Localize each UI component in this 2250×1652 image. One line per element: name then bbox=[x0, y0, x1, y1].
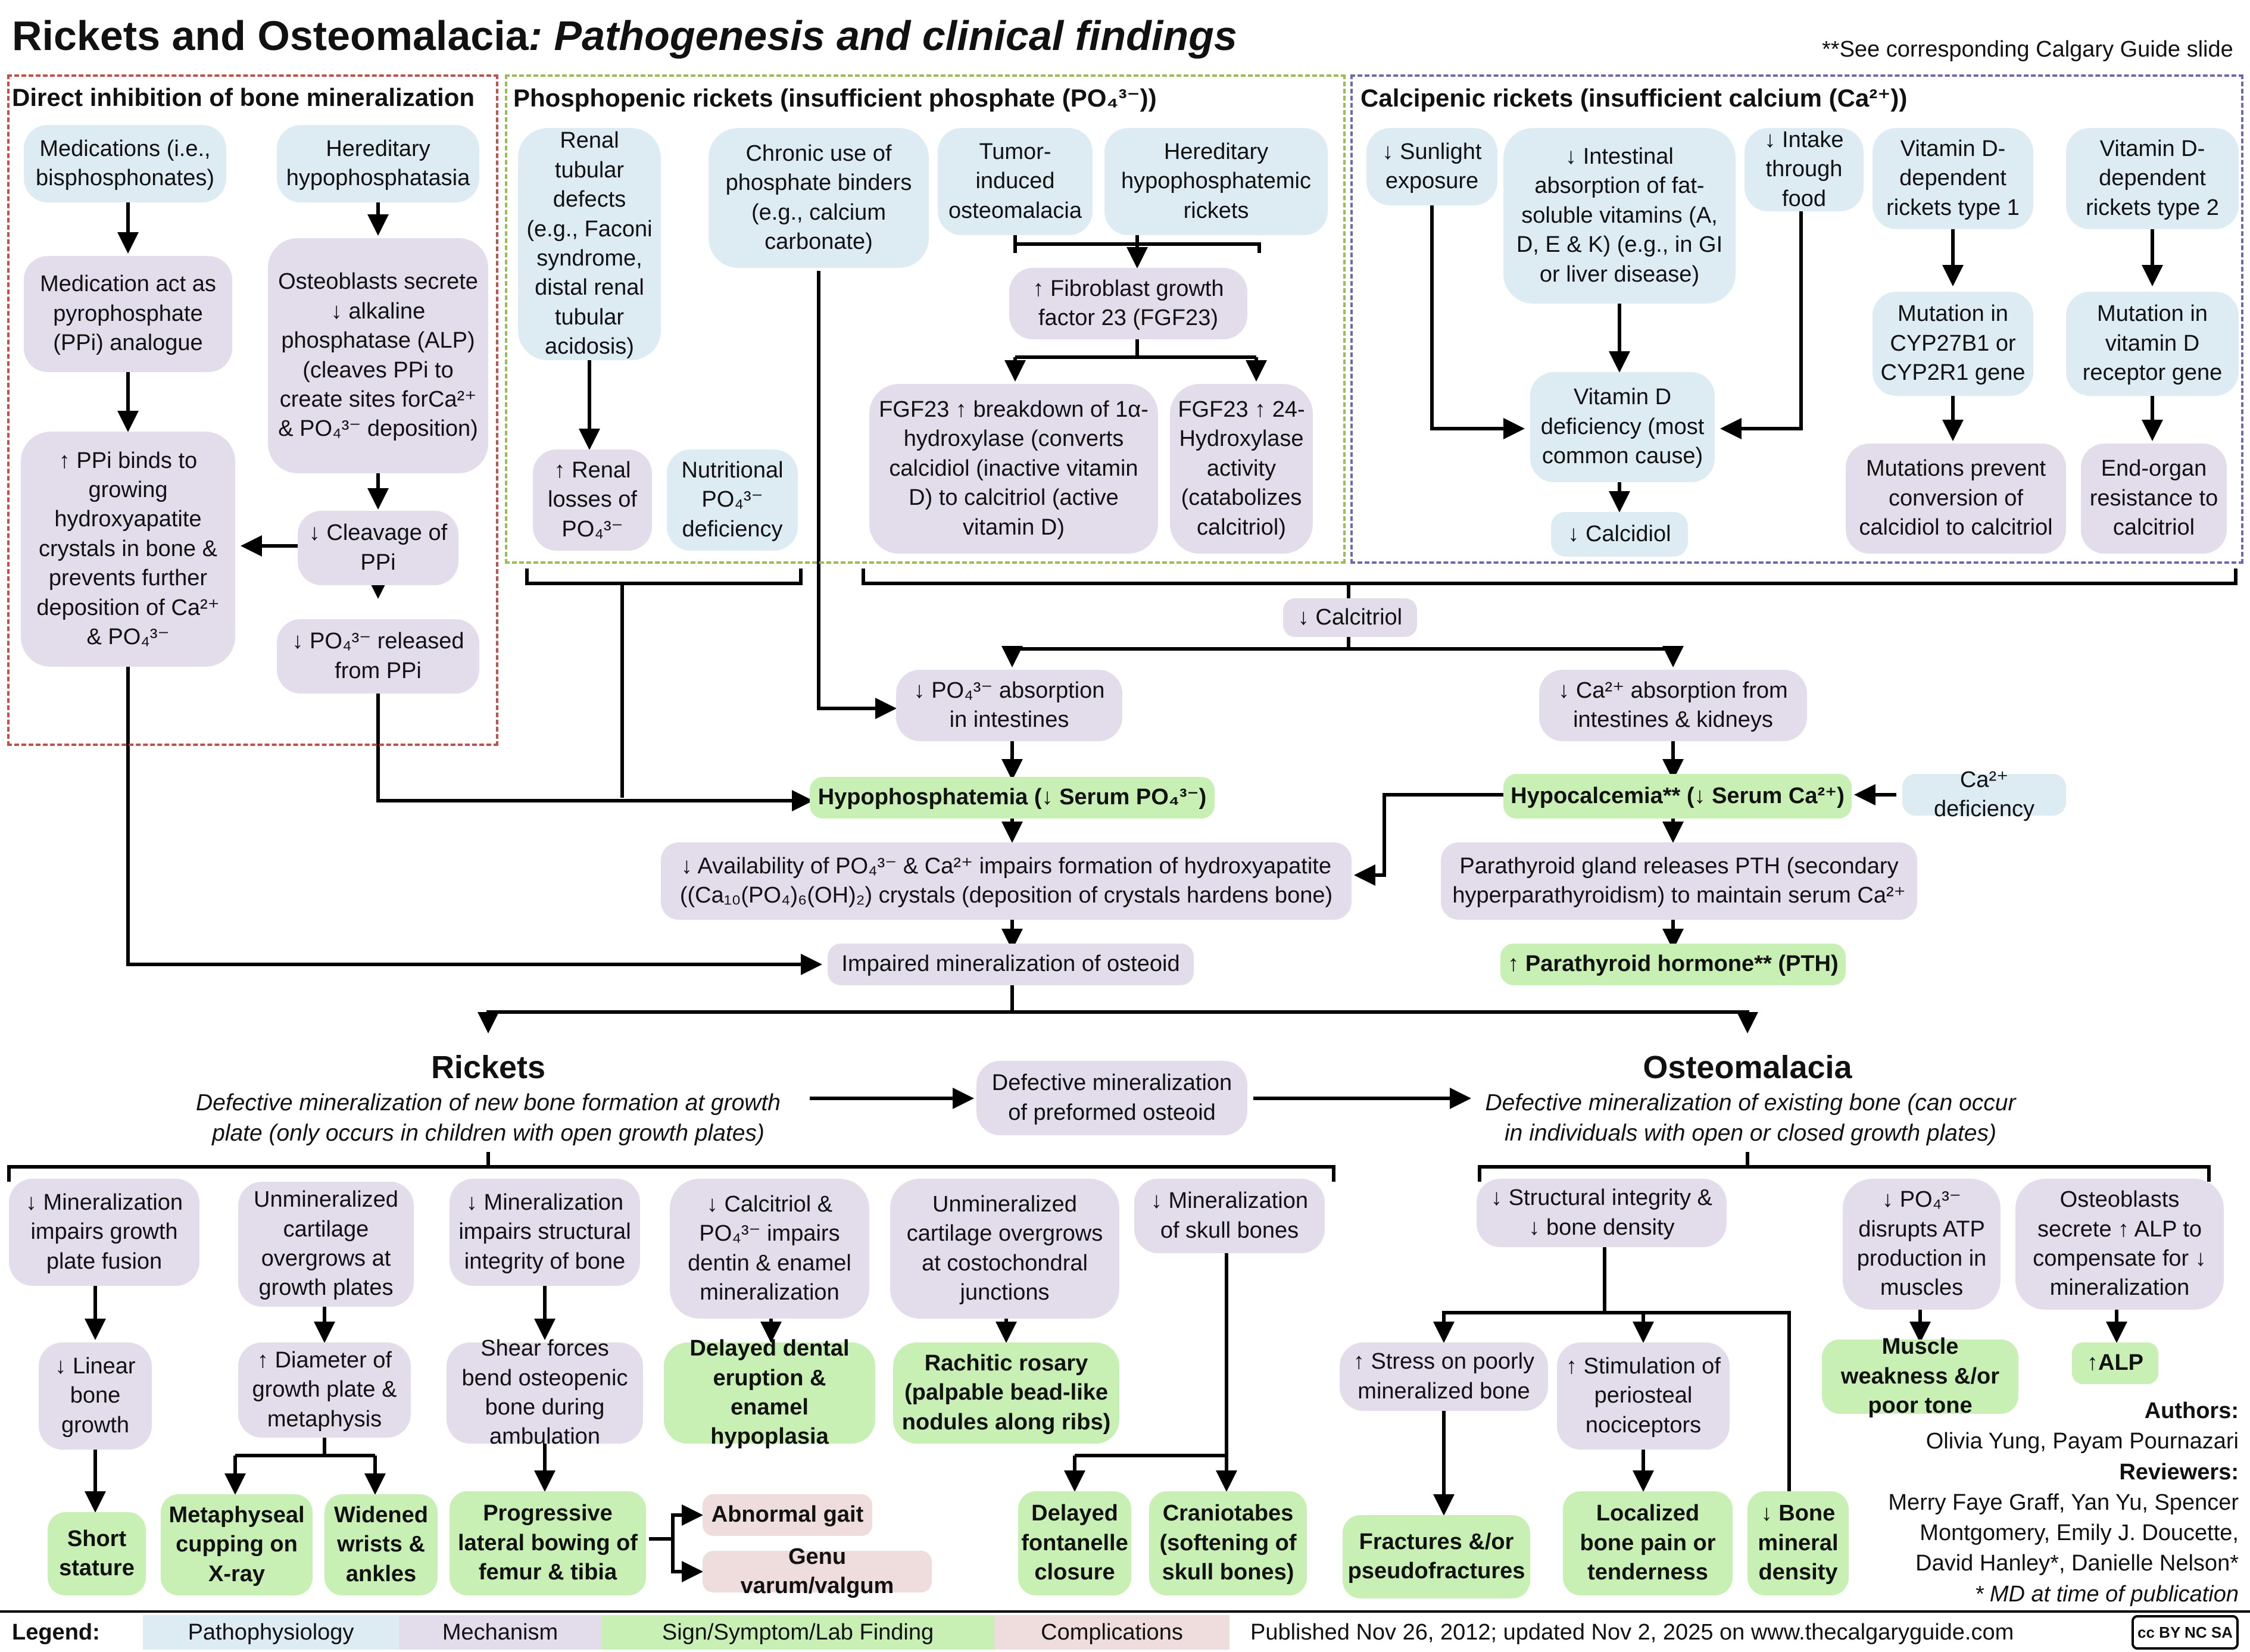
reviewers-label: Reviewers: bbox=[2119, 1459, 2239, 1485]
renal-tubular-defects-box: Renal tubular defects (e.g., Faconi synd… bbox=[518, 128, 661, 360]
stress-bone-box: ↑ Stress on poorly mineralized bone bbox=[1340, 1342, 1548, 1411]
genu-varum-box: Genu varum/valgum bbox=[703, 1544, 932, 1598]
end-organ-box: End-organ resistance to calcitriol bbox=[2081, 444, 2227, 554]
po4-released-box: ↓ PO₄³⁻ released from PPi bbox=[277, 619, 479, 694]
phosphate-binders-box: Chronic use of phosphate binders (e.g., … bbox=[709, 128, 929, 268]
legend-complications: Complications bbox=[994, 1615, 1229, 1650]
shear-forces-box: Shear forces bend osteopenic bone during… bbox=[447, 1336, 643, 1449]
structural-density-box: ↓ Structural integrity & ↓ bone density bbox=[1477, 1179, 1727, 1247]
tumor-induced-box: Tumor-induced osteomalacia bbox=[938, 128, 1093, 235]
pth-gland-box: Parathyroid gland releases PTH (secondar… bbox=[1441, 842, 1917, 920]
lateral-bowing-box: Progressive lateral bowing of femur & ti… bbox=[450, 1491, 646, 1595]
calcitriol-box: ↓ Calcitriol bbox=[1283, 598, 1417, 637]
authors-label: Authors: bbox=[2144, 1398, 2239, 1423]
muscle-weakness-box: Muscle weakness &/or poor tone bbox=[1822, 1334, 2018, 1418]
fgf23-box: ↑ Fibroblast growth factor 23 (FGF23) bbox=[1009, 268, 1247, 339]
medications-box: Medications (i.e., bisphosphonates) bbox=[24, 125, 226, 202]
bone-mineral-density-box: ↓ Bone mineral density bbox=[1747, 1491, 1849, 1595]
dentin-enamel-box: ↓ Calcitriol & PO₄³⁻ impairs dentin & en… bbox=[670, 1179, 869, 1319]
osteomalacia-description: Defective mineralization of existing bon… bbox=[1485, 1090, 2016, 1146]
linear-growth-box: ↓ Linear bone growth bbox=[39, 1342, 152, 1450]
legend-sign-symptom: Sign/Symptom/Lab Finding bbox=[601, 1615, 994, 1650]
pyrophosphate-analogue-box: Medication act as pyrophosphate (PPi) an… bbox=[24, 256, 232, 372]
periosteal-nociceptors-box: ↑ Stimulation of periosteal nociceptors bbox=[1557, 1342, 1730, 1450]
legend-pathophysiology: Pathophysiology bbox=[143, 1615, 399, 1650]
sunlight-box: ↓ Sunlight exposure bbox=[1366, 128, 1497, 205]
legend-label: Legend: bbox=[12, 1619, 100, 1645]
slide-note: **See corresponding Calgary Guide slide bbox=[1822, 37, 2233, 62]
cc-license-icon: cc BY NC SA bbox=[2132, 1615, 2239, 1650]
title-sub: : Pathogenesis and clinical findings bbox=[528, 13, 1237, 59]
calcidiol-box: ↓ Calcidiol bbox=[1551, 512, 1688, 557]
cleavage-ppi-box: ↓ Cleavage of PPi bbox=[298, 511, 458, 585]
hereditary-hypophosphatemic-box: Hereditary hypophosphatemic rickets bbox=[1104, 128, 1328, 235]
abnormal-gait-box: Abnormal gait bbox=[703, 1494, 872, 1536]
mutation-cyp-box: Mutation in CYP27B1 or CYP2R1 gene bbox=[1873, 292, 2033, 396]
dental-eruption-box: Delayed dental eruption & enamel hypopla… bbox=[664, 1336, 875, 1449]
nutritional-deficiency-box: Nutritional PO₄³⁻ deficiency bbox=[667, 449, 798, 551]
alp-box: ↑ALP bbox=[2072, 1342, 2158, 1384]
osteomalacia-heading: Osteomalacia bbox=[1643, 1050, 1852, 1085]
rachitic-rosary-box: Rachitic rosary (palpable bead-like nodu… bbox=[893, 1342, 1119, 1444]
metaphyseal-cupping-box: Metaphyseal cupping on X-ray bbox=[161, 1494, 313, 1595]
vitamin-d-deficiency-box: Vitamin D deficiency (most common cause) bbox=[1530, 372, 1715, 482]
availability-box: ↓ Availability of PO₄³⁻ & Ca²⁺ impairs f… bbox=[661, 842, 1352, 920]
hypophosphatemia-box: Hypophosphatemia (↓ Serum PO₄³⁻) bbox=[810, 777, 1215, 819]
hereditary-hypophosphatasia-box: Hereditary hypophosphatasia bbox=[277, 125, 479, 202]
credits-block: Authors: Olivia Yung, Payam Pournazari R… bbox=[1864, 1396, 2239, 1610]
intestinal-absorption-box: ↓ Intestinal absorption of fat-soluble v… bbox=[1503, 128, 1736, 304]
fgf23-1a-hydroxylase-box: FGF23 ↑ breakdown of 1α-hydroxylase (con… bbox=[869, 384, 1158, 554]
reviewers-names: Merry Faye Graff, Yan Yu, Spencer Montgo… bbox=[1888, 1489, 2239, 1576]
fgf23-24-hydroxylase-box: FGF23 ↑ 24-Hydroxylase activity (catabol… bbox=[1170, 384, 1313, 554]
craniotabes-box: Craniotabes (softening of skull bones) bbox=[1149, 1491, 1307, 1595]
section-calci-title: Calcipenic rickets (insufficient calcium… bbox=[1360, 84, 1908, 112]
rickets-heading: Rickets bbox=[430, 1050, 546, 1085]
ca-deficiency-box: Ca²⁺ deficiency bbox=[1902, 767, 2066, 822]
section-direct-frame bbox=[7, 74, 498, 746]
section-direct-title: Direct inhibition of bone mineralization bbox=[12, 83, 475, 111]
short-stature-box: Short stature bbox=[48, 1512, 146, 1595]
cartilage-growth-plates-box: Unmineralized cartilage overgrows at gro… bbox=[238, 1182, 414, 1307]
delayed-fontanelle-box: Delayed fontanelle closure bbox=[1018, 1491, 1131, 1595]
bone-pain-box: Localized bone pain or tenderness bbox=[1563, 1491, 1733, 1595]
mutation-vdr-box: Mutation in vitamin D receptor gene bbox=[2066, 292, 2239, 396]
osteoblasts-alp-box: Osteoblasts secrete ↓ alkaline phosphata… bbox=[268, 238, 488, 473]
structural-integrity-box: ↓ Mineralization impairs structural inte… bbox=[450, 1179, 640, 1286]
vddr1-box: Vitamin D-dependent rickets type 1 bbox=[1873, 128, 2033, 229]
md-note: * MD at time of publication bbox=[1974, 1581, 2239, 1607]
intake-food-box: ↓ Intake through food bbox=[1745, 127, 1864, 211]
authors-names: Olivia Yung, Payam Pournazari bbox=[1926, 1429, 2239, 1454]
skull-mineralization-box: ↓ Mineralization of skull bones bbox=[1134, 1179, 1325, 1253]
pth-box: ↑ Parathyroid hormone** (PTH) bbox=[1500, 944, 1846, 985]
published-info: Published Nov 26, 2012; updated Nov 2, 2… bbox=[1250, 1619, 2014, 1645]
title-main: Rickets and Osteomalacia bbox=[12, 13, 529, 59]
osteoblasts-alp-secrete-box: Osteoblasts secrete ↑ ALP to compensate … bbox=[2015, 1179, 2224, 1310]
vddr2-box: Vitamin D-dependent rickets type 2 bbox=[2066, 128, 2239, 229]
renal-losses-box: ↑ Renal losses of PO₄³⁻ bbox=[533, 449, 652, 551]
ppi-binds-box: ↑ PPi binds to growing hydroxyapatite cr… bbox=[21, 432, 235, 667]
section-calci-frame bbox=[1350, 74, 2243, 564]
defective-preformed-box: Defective mineralization of preformed os… bbox=[976, 1061, 1247, 1135]
po4-absorption-box: ↓ PO₄³⁻ absorption in intestines bbox=[896, 670, 1122, 741]
section-phospho-frame bbox=[505, 74, 1346, 564]
ca-absorption-box: ↓ Ca²⁺ absorption from intestines & kidn… bbox=[1539, 670, 1807, 741]
legend-mechanism: Mechanism bbox=[399, 1615, 601, 1650]
fractures-box: Fractures &/or pseudofractures bbox=[1343, 1515, 1530, 1598]
page-title: Rickets and Osteomalacia: Pathogenesis a… bbox=[12, 12, 1237, 60]
impaired-mineralization-box: Impaired mineralization of osteoid bbox=[828, 944, 1194, 985]
conversion-prevent-box: Mutations prevent conversion of calcidio… bbox=[1846, 444, 2066, 554]
atp-production-box: ↓ PO₄³⁻ disrupts ATP production in muscl… bbox=[1843, 1179, 2001, 1310]
rickets-description: Defective mineralization of new bone for… bbox=[195, 1090, 781, 1146]
diameter-growth-plate-box: ↑ Diameter of growth plate & metaphysis bbox=[238, 1342, 411, 1438]
widened-wrists-box: Widened wrists & ankles bbox=[324, 1494, 438, 1595]
section-phospho-title: Phosphopenic rickets (insufficient phosp… bbox=[513, 84, 1157, 112]
costochondral-box: Unmineralized cartilage overgrows at cos… bbox=[890, 1179, 1119, 1319]
hypocalcemia-box: Hypocalcemia** (↓ Serum Ca²⁺) bbox=[1503, 774, 1852, 819]
growth-plate-fusion-box: ↓ Mineralization impairs growth plate fu… bbox=[9, 1179, 199, 1286]
legend-divider bbox=[0, 1610, 2250, 1613]
